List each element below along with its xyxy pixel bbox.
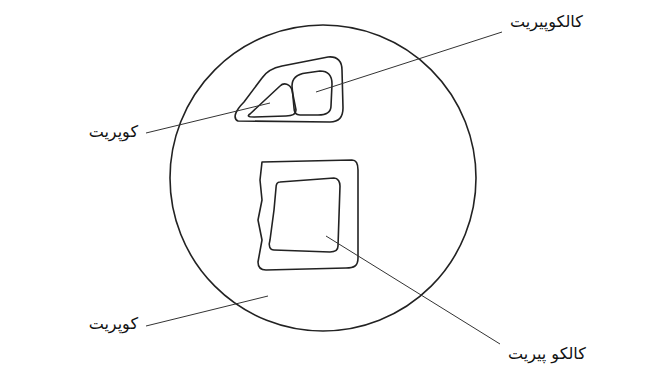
lower-chalcopyrite (269, 178, 340, 252)
mineral-label: کالکوپیریت (508, 12, 585, 32)
leader-line (146, 296, 268, 326)
field-of-view (170, 25, 476, 331)
upper-covellite (248, 84, 296, 117)
leader-line (316, 32, 502, 92)
upper-grain-rim (235, 57, 343, 122)
mineral-label: کوپریت (87, 314, 140, 334)
mineral-label: کالکو پیریت (506, 344, 588, 364)
leader-line (326, 236, 500, 344)
mineral-label: کوپریت (87, 122, 140, 142)
lower-grain-rim (258, 160, 358, 270)
leader-line (146, 103, 270, 133)
upper-chalcopyrite (292, 71, 332, 115)
